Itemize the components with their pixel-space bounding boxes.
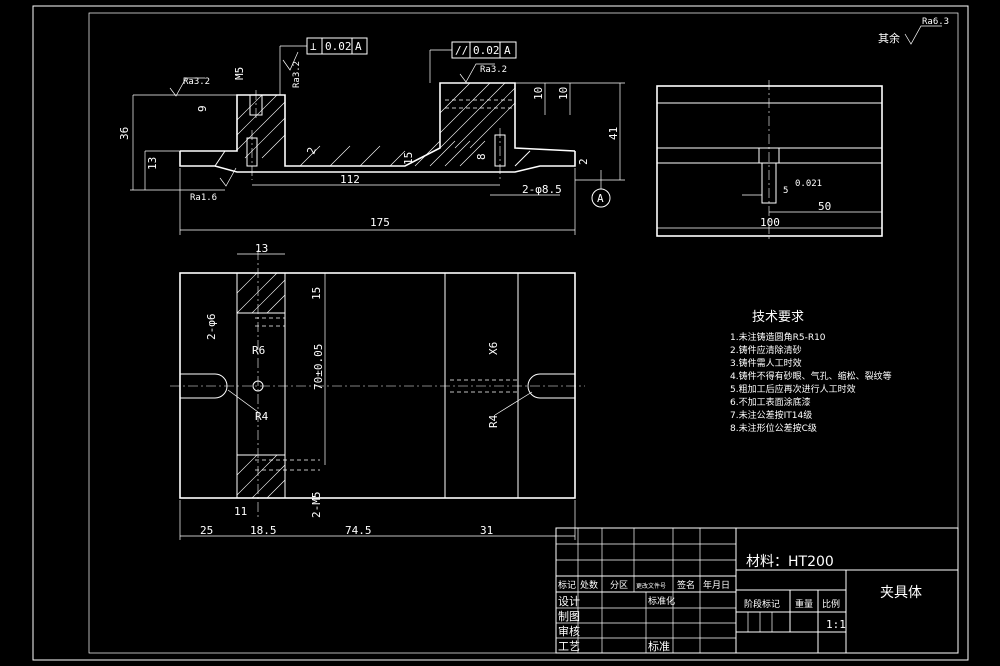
tech-req-item: 6.不加工表面涂底漆 xyxy=(730,396,811,408)
tech-req-item: 1.未注铸造圆角R5-R10 xyxy=(730,331,826,343)
ra-right: Ra3.2 xyxy=(480,65,507,75)
dim-x6: X6 xyxy=(487,342,500,355)
ra-left: Ra3.2 xyxy=(183,77,210,87)
ra-main: Ra6.3 xyxy=(922,17,949,27)
material-label: 材料：HT200 xyxy=(746,554,834,570)
dim-phi5: 5 xyxy=(783,186,788,196)
tech-req-item: 5.粗加工后应再次进行人工时效 xyxy=(730,383,856,395)
svg-text:分区: 分区 xyxy=(610,580,628,591)
front-view: 36 13 9 M5 175 112 2-φ8.5 41 2 10 10 15 … xyxy=(118,37,625,235)
svg-text:0.02: 0.02 xyxy=(473,44,500,57)
ra-bottom: Ra1.6 xyxy=(190,193,217,203)
roughness-icon xyxy=(459,63,495,83)
dim-13: 13 xyxy=(146,157,159,170)
other-label: 其余 xyxy=(878,31,900,45)
dim-2phi: 2-φ8.5 xyxy=(522,183,562,196)
roughness-icon xyxy=(282,51,299,71)
par-tolerance-frame: // 0.02 A xyxy=(429,41,517,83)
tech-req-item: 8.未注形位公差按C级 xyxy=(730,422,817,434)
dim-175: 175 xyxy=(370,216,390,229)
dim-10a: 10 xyxy=(532,87,545,100)
dim-2m5: 2-M5 xyxy=(310,492,323,519)
tech-req-item: 2.铸件应清除清砂 xyxy=(730,344,802,356)
role-design: 设计 xyxy=(558,595,580,608)
dim-31: 31 xyxy=(480,524,493,537)
svg-text:标准: 标准 xyxy=(648,639,670,653)
roughness-icon xyxy=(169,77,205,97)
svg-text:阶段标记: 阶段标记 xyxy=(744,598,780,610)
tech-req-item: 4.铸件不得有砂眼、气孔、缩松、裂纹等 xyxy=(730,370,892,382)
dim-112: 112 xyxy=(340,173,360,186)
dim-25: 25 xyxy=(200,524,213,537)
svg-text:A: A xyxy=(504,44,511,57)
datum-marker: A xyxy=(591,170,611,208)
tech-req-item: 7.未注公差按IT14级 xyxy=(730,409,812,421)
dim-2: 2 xyxy=(577,158,590,165)
role-draw: 制图 xyxy=(558,610,580,623)
dim-2x6: 2-φ6 xyxy=(205,314,218,341)
dim-100: 100 xyxy=(760,216,780,229)
title-block: 标记 处数 分区 更改文件号 签名 年月日 设计 制图 审核 工艺 标准化 标准… xyxy=(555,527,959,654)
dim-50: 50 xyxy=(818,200,831,213)
dim-74: 74.5 xyxy=(345,524,372,537)
tech-req-title: 技术要求 xyxy=(752,310,804,325)
svg-text:签名: 签名 xyxy=(677,579,695,591)
svg-text:年月日: 年月日 xyxy=(703,579,730,591)
svg-text:A: A xyxy=(597,192,604,205)
dim-9: 9 xyxy=(196,105,209,112)
svg-text:更改文件号: 更改文件号 xyxy=(636,582,666,590)
hatch-left xyxy=(236,94,286,159)
perp-tolerance-frame: ⊥ 0.02 A xyxy=(279,37,368,95)
svg-text:标记: 标记 xyxy=(558,579,576,591)
dim-r6: R6 xyxy=(252,344,265,357)
side-view: 5 0.021 50 100 xyxy=(656,80,883,240)
dim-r4b: R4 xyxy=(487,414,500,428)
svg-text://: // xyxy=(455,44,468,57)
technical-requirements: 技术要求 1.未注铸造圆角R5-R10 2.铸件应清除清砂 3.铸件需人工时效 … xyxy=(730,310,892,434)
dim-10b: 10 xyxy=(557,87,570,100)
dim-m5: M5 xyxy=(233,67,246,80)
dim-11: 11 xyxy=(234,505,247,518)
scale-value: 1:1 xyxy=(826,618,846,631)
dim-41: 41 xyxy=(607,127,620,140)
dim-2b: 2 xyxy=(304,146,318,156)
inner-border xyxy=(88,12,959,654)
svg-text:A: A xyxy=(355,40,362,53)
top-hatch xyxy=(236,272,320,499)
tech-req-item: 3.铸件需人工时效 xyxy=(730,357,802,369)
role-review: 审核 xyxy=(558,624,580,638)
roughness-other: 其余 Ra6.3 xyxy=(878,17,949,45)
role-process: 工艺 xyxy=(558,640,580,653)
dim-18: 18.5 xyxy=(250,524,277,537)
outer-border xyxy=(32,5,969,661)
svg-text:重量: 重量 xyxy=(795,598,813,610)
dim-r4a: R4 xyxy=(255,410,269,423)
ra-side: Ra3.2 xyxy=(292,61,302,88)
dim-13-top: 13 xyxy=(255,242,268,255)
svg-text:⊥: ⊥ xyxy=(310,40,317,53)
dim-15: 15 xyxy=(402,152,415,165)
svg-text:比例: 比例 xyxy=(822,598,840,610)
top-view: 13 15 2-φ6 R6 R4 70±0.05 X6 R4 2-M5 11 2… xyxy=(170,242,585,540)
dim-fit: 0.021 xyxy=(795,179,822,189)
hatch-right xyxy=(299,82,516,167)
svg-text:标准化: 标准化 xyxy=(648,595,675,607)
dim-8: 8 xyxy=(475,153,488,160)
roughness-symbol-icon xyxy=(904,25,942,45)
dim-15-top: 15 xyxy=(310,287,323,300)
part-name: 夹具体 xyxy=(880,585,922,601)
dim-70: 70±0.05 xyxy=(312,344,325,390)
svg-text:0.02: 0.02 xyxy=(325,40,352,53)
dim-36: 36 xyxy=(118,127,131,140)
svg-text:处数: 处数 xyxy=(580,579,598,591)
roughness-icon xyxy=(219,167,237,187)
